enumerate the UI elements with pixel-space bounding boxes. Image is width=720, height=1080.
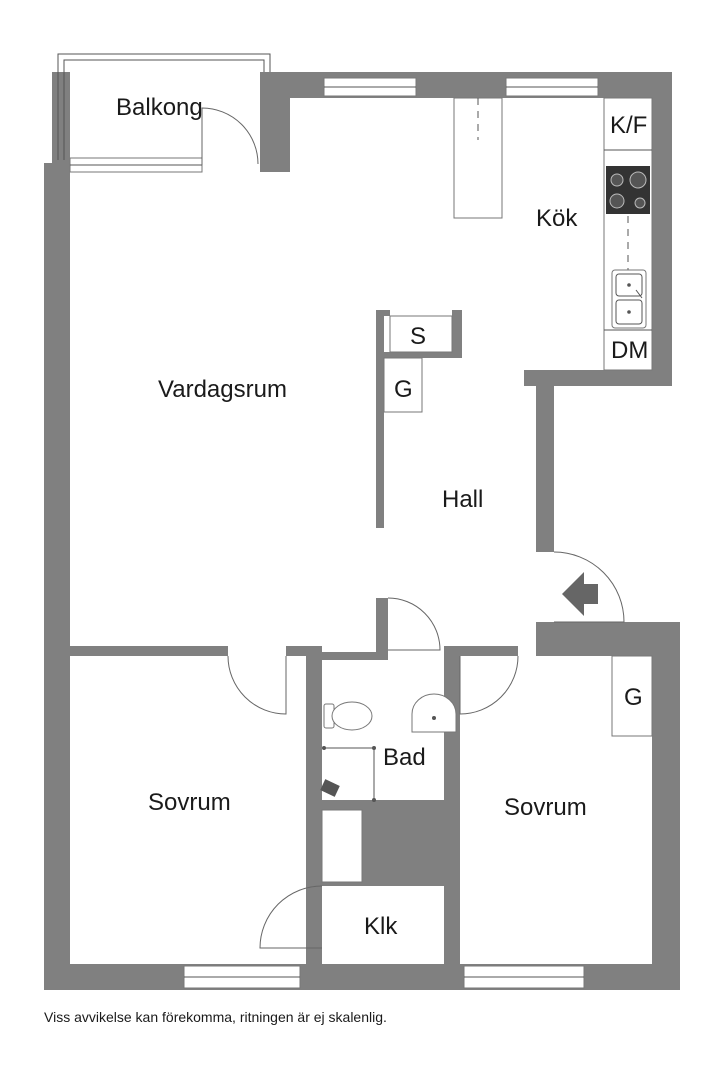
label-klk: Klk [364,913,398,940]
label-s: S [410,323,426,350]
label-sovrum-left: Sovrum [148,789,231,816]
closet-bedroom-right [611,655,653,737]
windows [69,77,599,989]
label-vardagsrum: Vardagsrum [158,376,287,403]
label-dm: DM [611,337,648,364]
label-g-bedroom: G [624,684,643,711]
sink-icon [611,269,647,329]
shower-icon [320,746,376,802]
entrance-arrow-icon [562,572,598,616]
balcony [57,53,271,165]
label-balkong: Balkong [116,94,203,121]
washbasin-icon [411,693,457,733]
walls [44,72,680,990]
stove-icon [606,166,650,214]
toilet-icon [323,701,373,731]
label-sovrum-right: Sovrum [504,794,587,821]
doors [227,551,625,949]
label-kf: K/F [610,112,647,139]
label-kok: Kök [536,205,578,232]
kitchen [383,97,653,413]
label-hall: Hall [442,486,483,513]
disclaimer-note: Viss avvikelse kan förekomma, ritningen … [44,1009,387,1025]
bathroom-fixtures [320,693,457,802]
room-labels: Balkong K/F Kök S DM Vardagsrum G Hall G… [116,94,648,940]
label-bad: Bad [383,744,426,771]
label-g-hall: G [394,376,413,403]
